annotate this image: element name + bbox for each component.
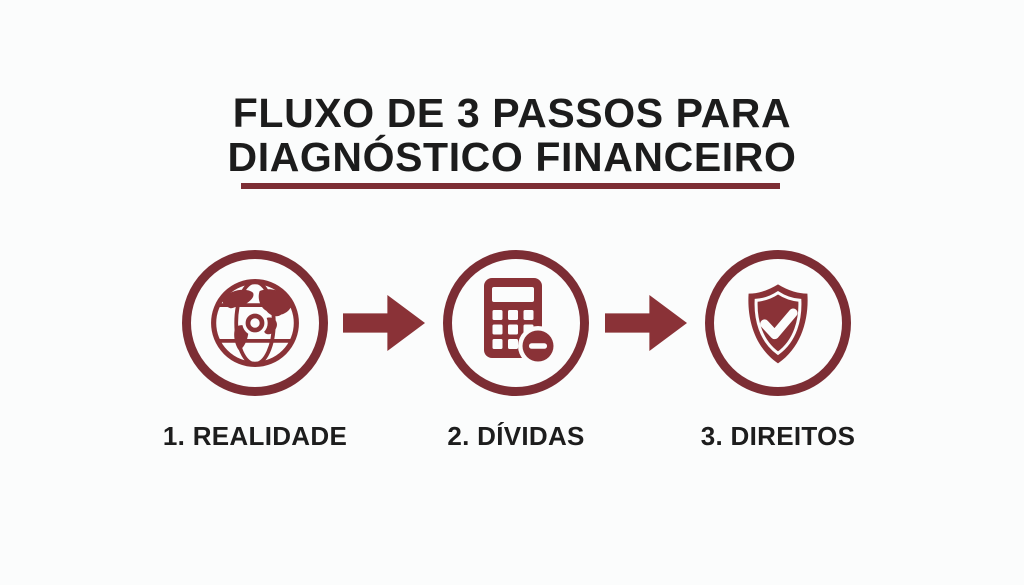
step-label-realidade: 1. REALIDADE [162, 421, 348, 451]
step-circle-dividas [443, 250, 589, 396]
arrow-right-icon [343, 295, 425, 351]
step-label-dividas: 2. DÍVIDAS [447, 421, 585, 451]
page-title: FLUXO DE 3 PASSOS PARA DIAGNÓSTICO FINAN… [0, 91, 1024, 180]
globe-network-icon [211, 279, 299, 367]
step-circle-direitos [705, 250, 851, 396]
step-label-direitos: 3. DIREITOS [700, 421, 856, 451]
title-line-2: DIAGNÓSTICO FINANCEIRO [227, 134, 797, 181]
shield-check-icon [748, 284, 808, 364]
title-line-1: FLUXO DE 3 PASSOS PARA [232, 90, 792, 136]
arrow-right-icon [605, 295, 687, 351]
title-underline [241, 183, 780, 189]
calculator-minus-icon [483, 277, 558, 366]
step-circle-realidade [182, 250, 328, 396]
